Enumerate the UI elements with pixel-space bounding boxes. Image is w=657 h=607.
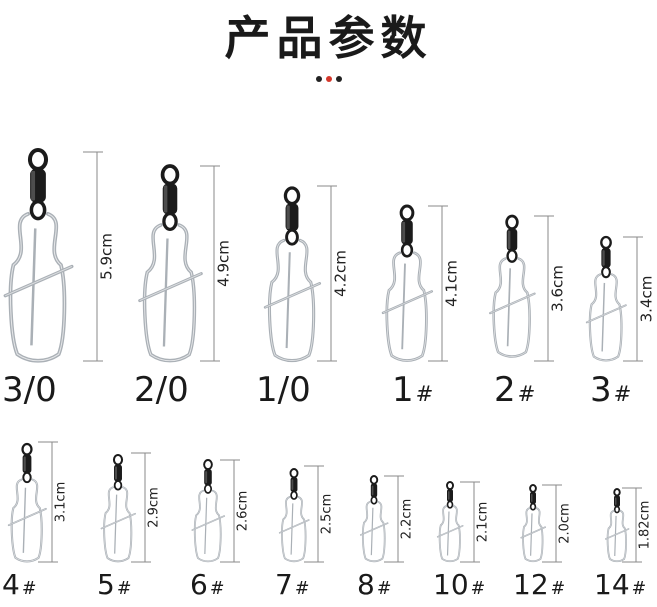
snap-small-4-length-label: 2.5cm [319,494,334,535]
snap-small-1-length-label: 3.1cm [53,482,68,523]
snap-small-1-eye [21,442,33,456]
snap-small-8-snap-body [606,509,627,563]
snap-5-length-label: 3.6cm [548,265,566,312]
snap-small-3-snap-body [193,489,222,563]
snap-2-length-label: 4.9cm [214,240,232,287]
snap-small-6-eye [446,481,454,491]
snap-1-length-label: 5.9cm [97,233,115,280]
snap-small-5-length-label: 2.2cm [399,499,414,540]
snap-4-size-label: 1# [392,370,434,410]
snap-small-7-size-label: 12# [513,568,566,601]
snap-small-8-size-label: 14# [594,568,647,601]
snap-5-snap-body [492,257,531,358]
snap-small-4-snap-body [281,496,307,563]
snap-1-eye [27,147,49,171]
snap-6-length-label: 3.4cm [637,276,655,323]
snap-2-snap-body [142,223,197,363]
snap-small-6-snap-body [438,505,461,563]
snap-1: 5.9cm [3,147,115,363]
snap-small-5-snap-body [361,500,386,563]
snap-small-2-snap-body [103,486,133,563]
snap-small-2: 2.9cm [100,452,161,563]
snap-small-5: 2.2cm [359,475,414,563]
snap-small-6: 2.1cm [436,481,490,563]
snap-small-6-length-label: 2.1cm [475,502,490,543]
snap-4-snap-body [385,251,428,362]
snap-4-length-label: 4.1cm [442,260,460,307]
snap-small-7-swivel-barrel [530,491,536,504]
snap-6-eye [600,235,612,250]
snap-3: 4.2cm [263,185,349,363]
snap-small-6-size-label: 10# [433,568,486,601]
snap-small-8-length-label: 1.82cm [637,501,652,550]
snap-small-1-snap-body [10,478,43,563]
snap-small-7-eye [529,484,537,493]
snap-2-eye [160,164,180,186]
title-decoration-dots [0,76,657,84]
snap-small-4-eye [289,468,299,479]
snap-small-7-snap-body [522,507,544,563]
snap-5: 3.6cm [489,214,566,362]
snap-small-3: 2.6cm [191,459,250,563]
page-title: 产品参数 [224,11,433,65]
snap-small-1-size-label: 4# [2,568,37,601]
snap-3-eye [283,186,301,206]
snap-small-7-length-label: 2.0cm [557,503,572,544]
snap-1-snap-body [8,211,67,363]
snap-small-5-eye [369,475,379,485]
snap-4: 4.1cm [381,204,460,362]
snap-1-size-label: 3/0 [2,370,57,410]
snap-5-eye [505,214,519,230]
snap-small-4-size-label: 7# [275,568,310,601]
snap-small-8: 1.82cm [604,487,652,563]
snap-3-size-label: 1/0 [256,370,311,410]
dot-icon [335,76,342,82]
snap-6-size-label: 3# [590,370,632,410]
dot-icon [315,76,322,82]
snap-small-2-size-label: 5# [97,568,132,601]
snap-small-8-swivel-barrel [614,495,620,507]
snap-3-snap-body [267,238,316,363]
snap-small-8-eye [613,488,621,497]
snap-5-size-label: 2# [494,370,536,410]
snap-small-5-swivel-barrel [370,483,378,498]
snap-3-length-label: 4.2cm [331,250,349,297]
snap-6: 3.4cm [585,235,655,362]
snap-small-3-length-label: 2.6cm [235,491,250,532]
snap-small-2-length-label: 2.9cm [146,487,161,528]
snap-6-snap-body [588,273,623,362]
snap-small-4: 2.5cm [278,465,334,563]
snap-2-size-label: 2/0 [134,370,189,410]
snap-4-eye [399,204,415,222]
snap-small-6-swivel-barrel [447,489,453,502]
snap-small-1: 3.1cm [7,441,68,563]
snap-small-7: 2.0cm [520,484,572,563]
dot-icon-accent [325,76,332,82]
snap-2: 4.9cm [138,164,232,363]
snap-small-3-size-label: 6# [190,568,225,601]
snap-small-5-size-label: 8# [357,568,392,601]
snap-small-3-eye [203,459,213,471]
snap-small-2-eye [112,453,124,466]
